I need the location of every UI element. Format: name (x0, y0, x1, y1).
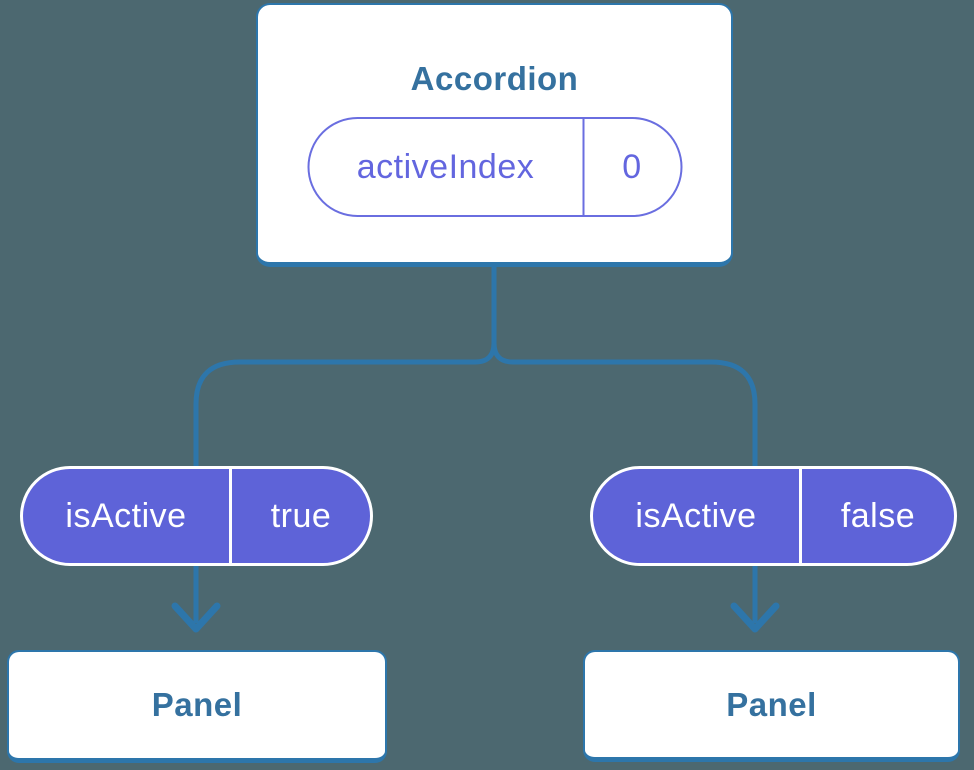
state-pill-value: 0 (622, 147, 642, 186)
state-pill-name: activeIndex (309, 119, 584, 215)
prop-pill-right-name: isActive (593, 469, 802, 563)
arrowhead-down-left-icon (171, 602, 221, 633)
arrowhead-down-right-icon (730, 602, 780, 633)
prop-pill-left: isActive true (20, 466, 373, 566)
prop-pill-left-name: isActive (23, 469, 232, 563)
connector-branch-right (491, 342, 758, 623)
accordion-state-pill: activeIndex 0 (307, 117, 682, 217)
connector-branch-left (193, 342, 497, 623)
prop-pill-left-value: true (270, 496, 332, 535)
accordion-node-title: Accordion (410, 60, 579, 97)
panel-node-right: Panel (583, 650, 960, 762)
prop-pill-right-value: false (840, 496, 916, 535)
prop-pill-right: isActive false (590, 466, 957, 566)
accordion-node: Accordion activeIndex 0 (256, 3, 733, 267)
panel-node-left: Panel (7, 650, 387, 763)
